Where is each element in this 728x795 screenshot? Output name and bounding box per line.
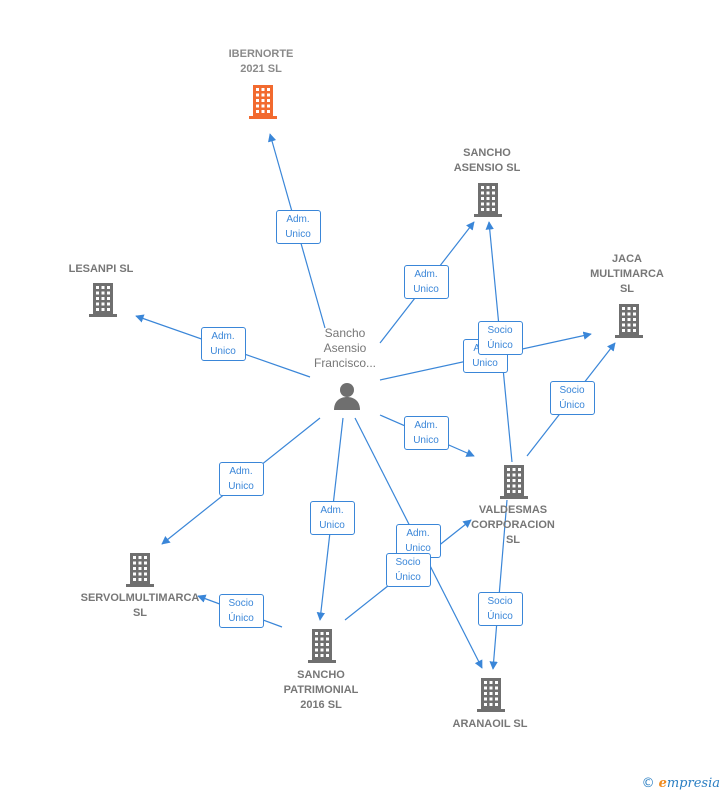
brand-initial: e	[658, 776, 667, 791]
jaca-label[interactable]: JACA MULTIMARCA SL	[590, 252, 664, 295]
edge-label-person-to-sancho-patrimonial[interactable]: Adm. Unico	[309, 500, 355, 535]
sancho-asensio-label[interactable]: SANCHO ASENSIO SL	[453, 147, 521, 174]
person-label[interactable]: Sancho Asensio Francisco...	[313, 326, 376, 370]
servol-label[interactable]: SERVOLMULTIMARCA SL	[80, 592, 200, 619]
edge-valdesmas-to-aranaoil	[489, 499, 508, 670]
sancho-patrimonial-label[interactable]: SANCHO PATRIMONIAL 2016 SL	[283, 668, 359, 711]
brand-name: mpresia	[666, 776, 720, 791]
edge-label-valdesmas-to-aranaoil[interactable]: Socio Único	[477, 591, 523, 626]
edge-label-person-to-valdesmas[interactable]: Adm. Unico	[403, 415, 449, 450]
edge-label-valdesmas-to-jaca[interactable]: Socio Único	[549, 380, 595, 415]
jaca-building-icon[interactable]	[614, 304, 644, 343]
edge-label-person-to-ibernorte[interactable]: Adm. Unico	[275, 209, 321, 244]
servol-building-icon[interactable]	[125, 553, 155, 592]
ibernorte-label[interactable]: IBERNORTE 2021 SL	[228, 48, 294, 75]
person-icon[interactable]	[332, 381, 362, 416]
edge-label-sancho-patrimonial-to-servol[interactable]: Socio Único	[218, 593, 264, 628]
aranaoil-building-icon[interactable]	[476, 678, 506, 717]
lesanpi-label[interactable]: LESANPI SL	[68, 262, 134, 275]
ibernorte-building-icon[interactable]	[248, 85, 278, 124]
copyright-icon: ©	[641, 776, 655, 791]
empresia-logo: ©empresia	[642, 776, 720, 791]
edge-label-person-to-lesanpi[interactable]: Adm. Unico	[200, 326, 246, 361]
lesanpi-building-icon[interactable]	[88, 283, 118, 322]
aranaoil-label[interactable]: ARANAOIL SL	[452, 717, 528, 730]
valdesmas-label[interactable]: VALDESMAS CORPORACION SL	[471, 503, 555, 546]
edge-label-sancho-patrimonial-to-valdesmas[interactable]: Socio Único	[385, 552, 431, 587]
sancho-patrimonial-building-icon[interactable]	[307, 629, 337, 668]
edge-label-valdesmas-to-sancho-asensio[interactable]: Socio Único	[477, 320, 523, 355]
edge-label-person-to-servol[interactable]: Adm. Unico	[218, 461, 264, 496]
valdesmas-building-icon[interactable]	[499, 465, 529, 504]
edge-label-person-to-sancho-asensio[interactable]: Adm. Unico	[403, 264, 449, 299]
sancho-asensio-building-icon[interactable]	[473, 183, 503, 222]
